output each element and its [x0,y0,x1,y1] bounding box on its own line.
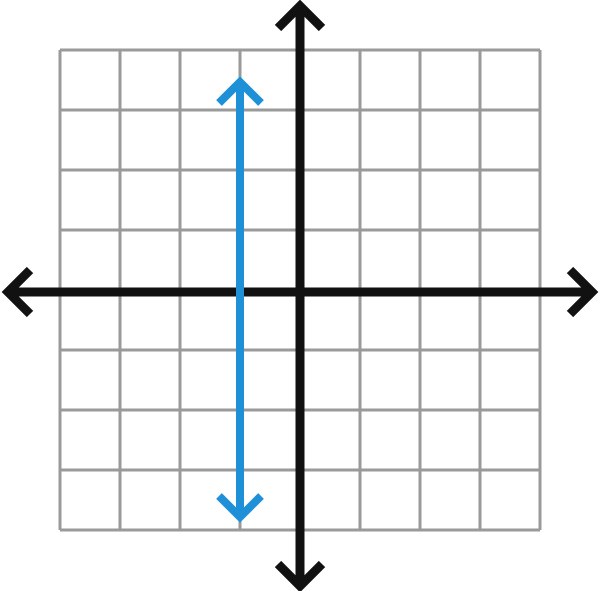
x-axis-arrow-right [566,266,599,318]
y-axis-arrow-up [274,0,326,32]
y-axis-arrow-down [274,560,326,591]
x-axis-arrow-left [1,266,34,318]
line-arrow-top [216,76,264,106]
line-arrow-bottom [216,493,264,523]
series-layer [216,76,264,523]
